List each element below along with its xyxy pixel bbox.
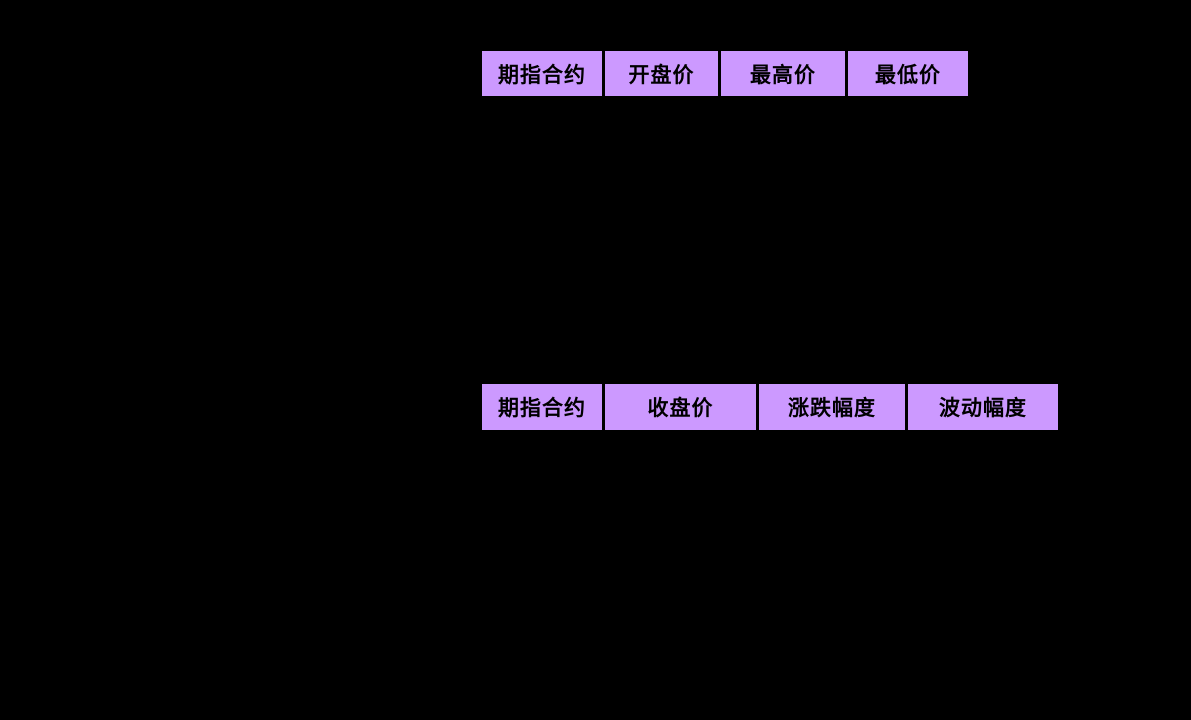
column-header-futures-contract: 期指合约 [482,51,602,96]
column-header-high-price: 最高价 [721,51,845,96]
column-header-volatility-range: 波动幅度 [908,384,1058,430]
column-header-low-price: 最低价 [848,51,968,96]
column-header-futures-contract: 期指合约 [482,384,602,430]
column-header-open-price: 开盘价 [605,51,718,96]
column-header-change-range: 涨跌幅度 [759,384,905,430]
futures-close-change-volatility-table-header: 期指合约 收盘价 涨跌幅度 波动幅度 [482,384,1058,430]
column-header-close-price: 收盘价 [605,384,756,430]
futures-open-high-low-table-header: 期指合约 开盘价 最高价 最低价 [482,51,968,96]
